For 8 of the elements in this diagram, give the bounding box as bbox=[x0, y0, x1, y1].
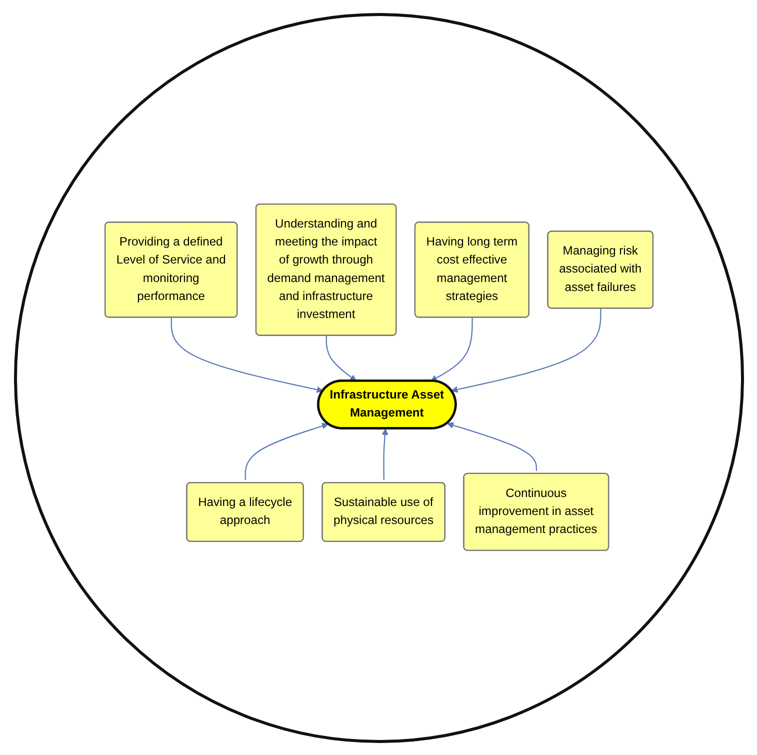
arrow bbox=[170, 318, 323, 394]
arrow bbox=[446, 422, 537, 472]
arrow bbox=[325, 336, 356, 382]
circle-outline: Infrastructure Asset Management Providing a defined Level of Service and monitoring performance Understanding and meeting the impact of growth through demand management and infrastructure investment Having long term cost effective management strategies Managing risk associated with asset failures Having a lifecycle approach Sustainable use of physical resources Continuous improvement in asset management practices bbox=[14, 12, 744, 742]
arrow bbox=[430, 318, 472, 382]
arrow bbox=[381, 428, 388, 480]
arrow bbox=[450, 308, 601, 394]
arrow bbox=[244, 423, 328, 480]
